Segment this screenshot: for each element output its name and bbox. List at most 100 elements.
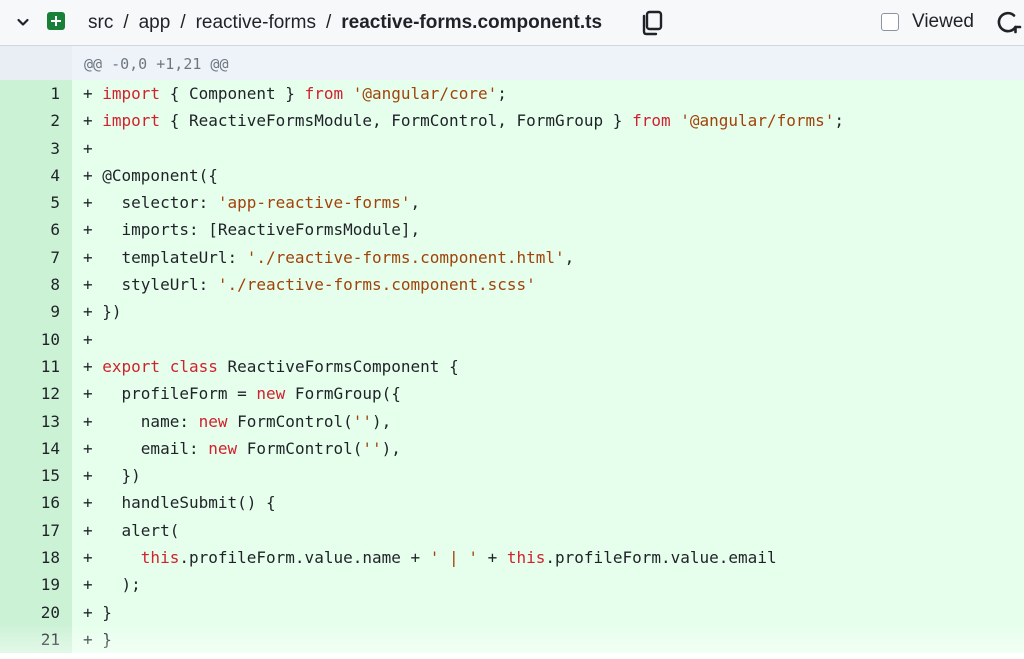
- code-token: export: [102, 356, 161, 376]
- line-number[interactable]: 4: [0, 161, 72, 190]
- file-header: src / app / reactive-forms / reactive-fo…: [0, 0, 1024, 46]
- line-number[interactable]: 7: [0, 243, 72, 272]
- diff-line: 7+ templateUrl: './reactive-forms.compon…: [0, 243, 1024, 272]
- line-content: + }: [72, 598, 1024, 626]
- line-content: + alert(: [72, 516, 1024, 545]
- copy-icon[interactable]: [641, 10, 663, 36]
- line-number[interactable]: 17: [0, 516, 72, 545]
- hunk-header-text: @@ -0,0 +1,21 @@: [84, 55, 229, 73]
- code-token: ' | ': [429, 548, 478, 568]
- code-token: [343, 84, 353, 103]
- code-token: this: [506, 548, 546, 568]
- diff-line: 1+ import { Component } from '@angular/c…: [0, 80, 1024, 108]
- hunk-header: @@ -0,0 +1,21 @@: [0, 46, 1024, 80]
- line-content: +: [72, 325, 1024, 353]
- line-content: + styleUrl: './reactive-forms.component.…: [72, 271, 1024, 299]
- line-number[interactable]: 8: [0, 271, 72, 299]
- line-content: + import { Component } from '@angular/co…: [72, 80, 1024, 108]
- line-number[interactable]: 20: [0, 598, 72, 626]
- code-token: +: [83, 138, 93, 158]
- code-token: new: [256, 384, 286, 404]
- viewed-checkbox[interactable]: [881, 13, 899, 31]
- hunk-gutter[interactable]: [0, 46, 72, 80]
- line-content: + this.profileForm.value.name + ' | ' + …: [72, 544, 1024, 572]
- line-number[interactable]: 5: [0, 189, 72, 217]
- code-token: from: [304, 84, 344, 103]
- code-token: + }): [83, 302, 122, 322]
- line-number[interactable]: 13: [0, 407, 72, 435]
- code-token: FormControl(: [227, 411, 353, 431]
- breadcrumb-app[interactable]: app: [138, 12, 171, 33]
- file-name[interactable]: reactive-forms.component.ts: [341, 12, 603, 33]
- line-number[interactable]: 21: [0, 625, 72, 654]
- line-number[interactable]: 12: [0, 380, 72, 408]
- diff-line: 17 + alert(: [0, 516, 1024, 545]
- diff-line: 11+ export class ReactiveFormsComponent …: [0, 352, 1024, 381]
- diff-line: 20 + }: [0, 598, 1024, 626]
- file-added-icon: [47, 12, 65, 30]
- line-content: +: [72, 134, 1024, 162]
- code-token: '': [362, 438, 382, 458]
- code-token: + handleSubmit() {: [83, 493, 276, 513]
- line-content: + export class ReactiveFormsComponent {: [72, 352, 1024, 381]
- code-token: + imports: [ReactiveFormsModule],: [83, 220, 421, 240]
- code-token: + }: [83, 629, 112, 649]
- code-token: +: [83, 356, 103, 376]
- code-token: ),: [372, 411, 392, 431]
- line-number[interactable]: 11: [0, 352, 72, 381]
- line-number[interactable]: 1: [0, 80, 72, 108]
- code-token: '@angular/core': [352, 84, 498, 103]
- line-number[interactable]: 16: [0, 489, 72, 517]
- code-token: './reactive-forms.component.scss': [217, 275, 536, 295]
- code-token: +: [83, 329, 93, 349]
- line-number[interactable]: 3: [0, 134, 72, 162]
- breadcrumb: src / app / reactive-forms / reactive-fo…: [88, 11, 602, 35]
- line-content: + email: new FormControl(''),: [72, 434, 1024, 463]
- code-token: +: [477, 548, 507, 568]
- line-number[interactable]: 6: [0, 216, 72, 244]
- code-token: + email:: [83, 438, 209, 458]
- comment-refresh-icon[interactable]: [994, 9, 1022, 37]
- code-token: '@angular/forms': [680, 111, 835, 131]
- line-number[interactable]: 10: [0, 325, 72, 353]
- code-token: + templateUrl:: [83, 247, 247, 267]
- line-number[interactable]: 14: [0, 434, 72, 463]
- line-number[interactable]: 2: [0, 107, 72, 135]
- diff-lines: 1+ import { Component } from '@angular/c…: [0, 80, 1024, 654]
- line-number[interactable]: 15: [0, 462, 72, 490]
- breadcrumb-reactive-forms[interactable]: reactive-forms: [195, 12, 316, 33]
- code-token: +: [83, 111, 103, 131]
- line-content: + import { ReactiveFormsModule, FormCont…: [72, 107, 1024, 135]
- diff-line: 15+ }): [0, 462, 1024, 490]
- line-content: + selector: 'app-reactive-forms',: [72, 189, 1024, 217]
- code-token: ;: [497, 84, 507, 103]
- breadcrumb-src[interactable]: src: [88, 12, 114, 33]
- code-token: ,: [410, 193, 421, 213]
- code-token: FormGroup({: [285, 384, 401, 404]
- code-token: this: [140, 548, 180, 568]
- code-token: ,: [564, 247, 575, 267]
- line-number[interactable]: 19: [0, 571, 72, 599]
- code-token: ;: [834, 111, 845, 131]
- diff-line: 6 + imports: [ReactiveFormsModule],: [0, 216, 1024, 244]
- line-number[interactable]: 9: [0, 298, 72, 326]
- code-token: + );: [83, 575, 141, 595]
- line-content: + name: new FormControl(''),: [72, 407, 1024, 435]
- code-token: + profileForm =: [83, 384, 257, 404]
- code-token: 'app-reactive-forms': [217, 193, 411, 213]
- line-number[interactable]: 18: [0, 544, 72, 572]
- code-token: [671, 111, 681, 130]
- viewed-toggle[interactable]: Viewed: [881, 11, 974, 33]
- code-token: + name:: [83, 411, 199, 431]
- code-token: +: [83, 84, 103, 103]
- code-token: FormControl(: [237, 438, 363, 458]
- chevron-down-icon[interactable]: [15, 14, 31, 30]
- diff-line: 10 +: [0, 325, 1024, 353]
- line-content: + );: [72, 571, 1024, 599]
- code-token: + }: [83, 602, 112, 622]
- code-token: { ReactiveFormsModule, FormControl, Form…: [160, 111, 633, 131]
- code-token: + alert(: [83, 520, 180, 540]
- diff-line: 16 + handleSubmit() {: [0, 489, 1024, 517]
- code-token: new: [198, 411, 228, 431]
- diff-line: 19 + );: [0, 571, 1024, 599]
